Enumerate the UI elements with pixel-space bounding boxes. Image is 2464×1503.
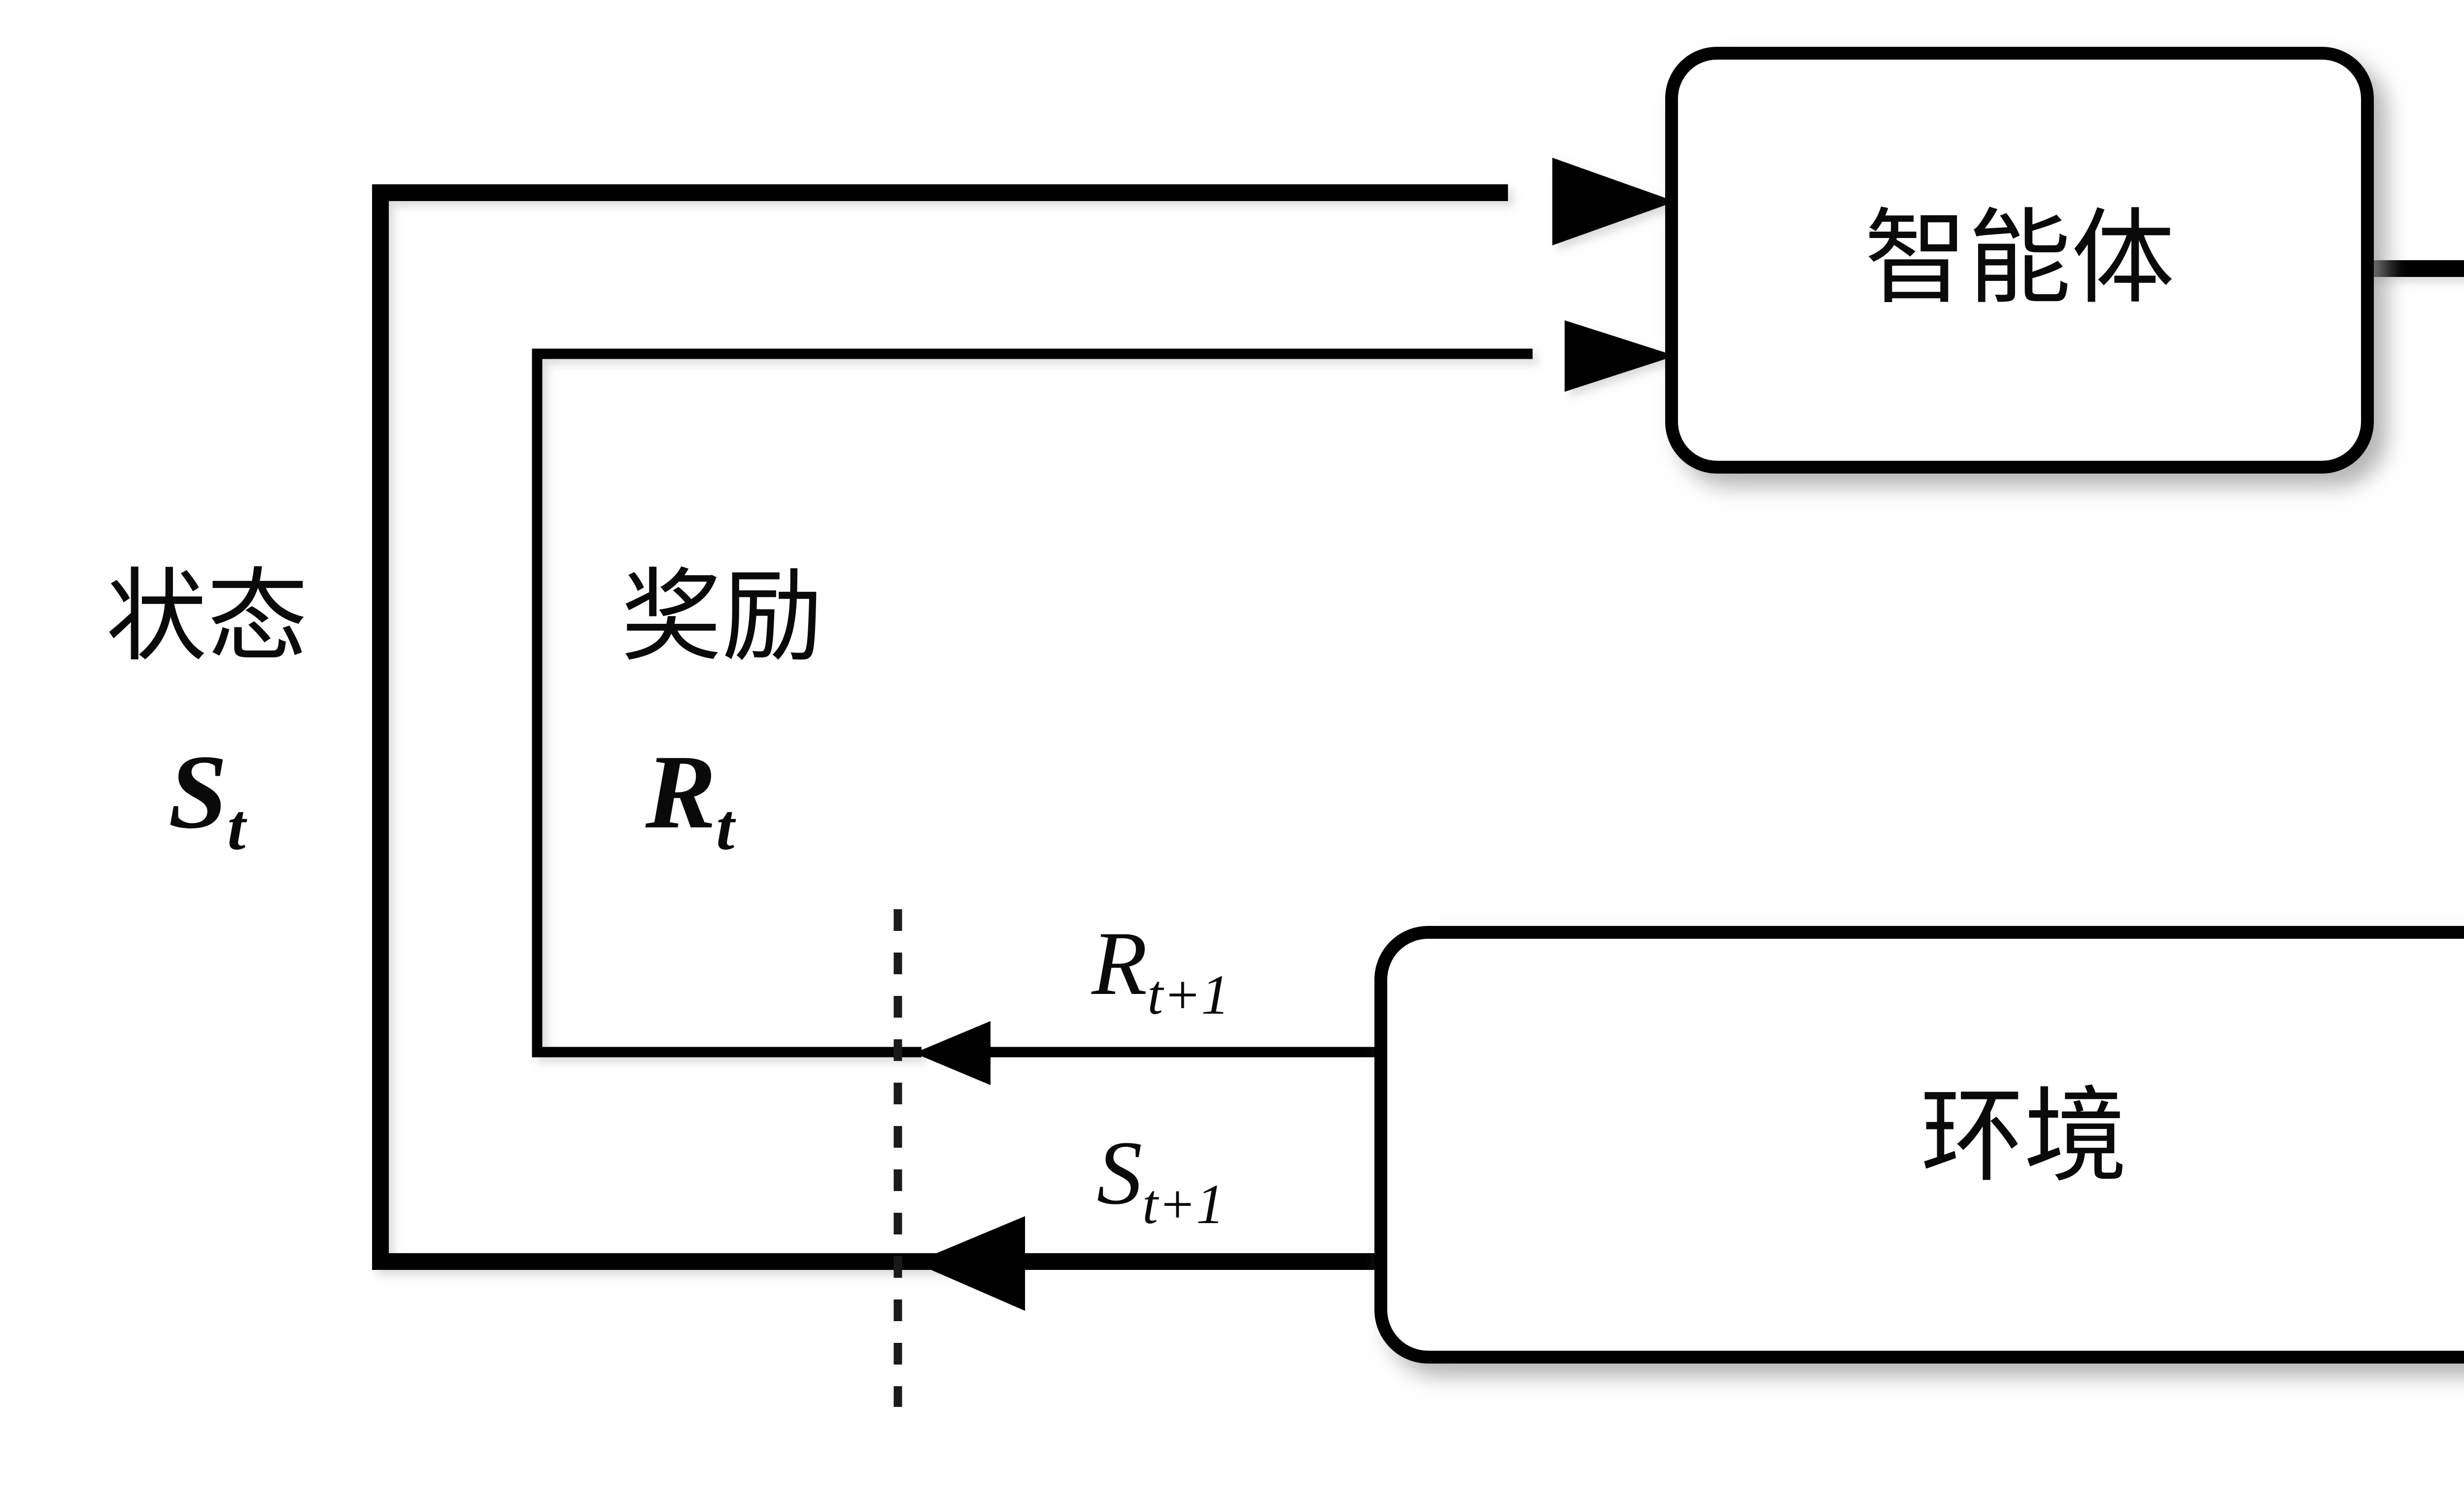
next-state-sub: t+1 [1142, 1173, 1225, 1235]
next-reward-sub: t+1 [1147, 963, 1230, 1026]
state-label-text: 状态 [106, 562, 308, 674]
environment-box-label: 环境 [1920, 1080, 2127, 1195]
agent-box-shape[interactable] [1665, 47, 2374, 474]
state-symbol-sub: t [227, 790, 247, 863]
edge-next-state [914, 1216, 1380, 1311]
state-symbol-base: S [169, 733, 228, 851]
edge-state-to-agent [372, 158, 1676, 1270]
label-reward: 奖励 Rt [621, 562, 823, 863]
label-state: 状态 St [106, 562, 308, 863]
next-state-edge-label: St+1 [1096, 1123, 1224, 1235]
state-symbol: St [169, 733, 248, 863]
reward-symbol-base: R [645, 733, 716, 851]
next-state-base: S [1096, 1123, 1142, 1224]
reward-symbol: Rt [645, 733, 736, 863]
next-reward-base: R [1091, 913, 1147, 1014]
node-agent[interactable]: 智能体 [1665, 47, 2374, 474]
node-environment[interactable]: 环境 [1374, 926, 2464, 1364]
next-reward-edge-label: Rt+1 [1091, 913, 1230, 1026]
agent-box-label: 智能体 [1864, 202, 2175, 316]
edge-reward-to-agent [532, 320, 1676, 1058]
reward-symbol-sub: t [716, 790, 736, 863]
edge-next-reward [914, 1021, 1380, 1085]
environment-box-shape[interactable] [1374, 926, 2464, 1364]
reward-label-text: 奖励 [621, 562, 823, 674]
